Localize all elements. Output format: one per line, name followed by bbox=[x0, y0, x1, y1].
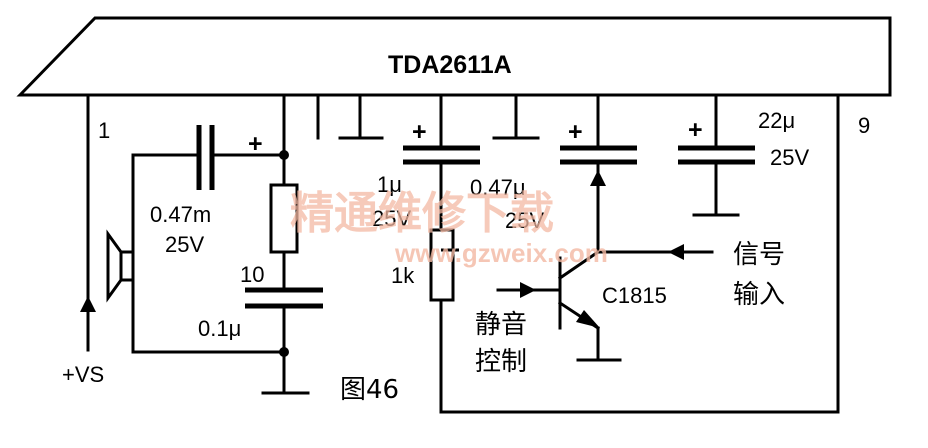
c3-polarity: + bbox=[412, 118, 427, 146]
figure-label: 图46 bbox=[340, 375, 399, 405]
speaker-cone bbox=[106, 229, 123, 303]
mute-control-arrow bbox=[520, 282, 536, 298]
c4-arrow bbox=[590, 170, 606, 186]
pin-9-label: 9 bbox=[858, 113, 870, 138]
transistor-collector bbox=[557, 249, 601, 281]
mute-control-label-1: 静音 bbox=[475, 310, 527, 340]
c1-value: 0.47m bbox=[150, 202, 211, 227]
pin-1-label: 1 bbox=[98, 118, 110, 143]
emitter-arrow bbox=[576, 310, 600, 328]
signal-input-label-2: 输入 bbox=[733, 280, 785, 310]
supply-label: +VS bbox=[62, 362, 104, 387]
pin-10-label: 10 bbox=[240, 262, 264, 287]
c1-polarity: + bbox=[248, 130, 263, 158]
transistor-label: C1815 bbox=[602, 283, 667, 308]
ic-label: TDA2611A bbox=[388, 51, 512, 79]
speaker-icon bbox=[119, 250, 135, 282]
c4-voltage: 25V bbox=[505, 208, 544, 233]
c1-voltage: 25V bbox=[165, 232, 204, 257]
c5-voltage: 25V bbox=[770, 145, 809, 170]
c2-value: 0.1μ bbox=[198, 316, 241, 341]
signal-input-arrow bbox=[668, 244, 684, 260]
mute-control-label-2: 控制 bbox=[475, 347, 527, 377]
signal-input-label-1: 信号 bbox=[733, 240, 785, 270]
watermark-url: www.gzweix.com bbox=[394, 238, 608, 268]
junction-top bbox=[279, 150, 289, 160]
c4-value: 0.47μ bbox=[470, 175, 526, 200]
c5-value: 22μ bbox=[758, 108, 795, 133]
ic-body bbox=[16, 16, 892, 97]
c5-polarity: + bbox=[688, 116, 703, 144]
c3-value: 1μ bbox=[377, 172, 402, 197]
watermark-text: 精通维修下载 bbox=[290, 188, 554, 239]
c3-voltage: 25V bbox=[372, 206, 411, 231]
supply-arrow bbox=[80, 296, 96, 312]
c4-polarity: + bbox=[568, 118, 583, 146]
pot-value: 1k bbox=[391, 263, 415, 288]
